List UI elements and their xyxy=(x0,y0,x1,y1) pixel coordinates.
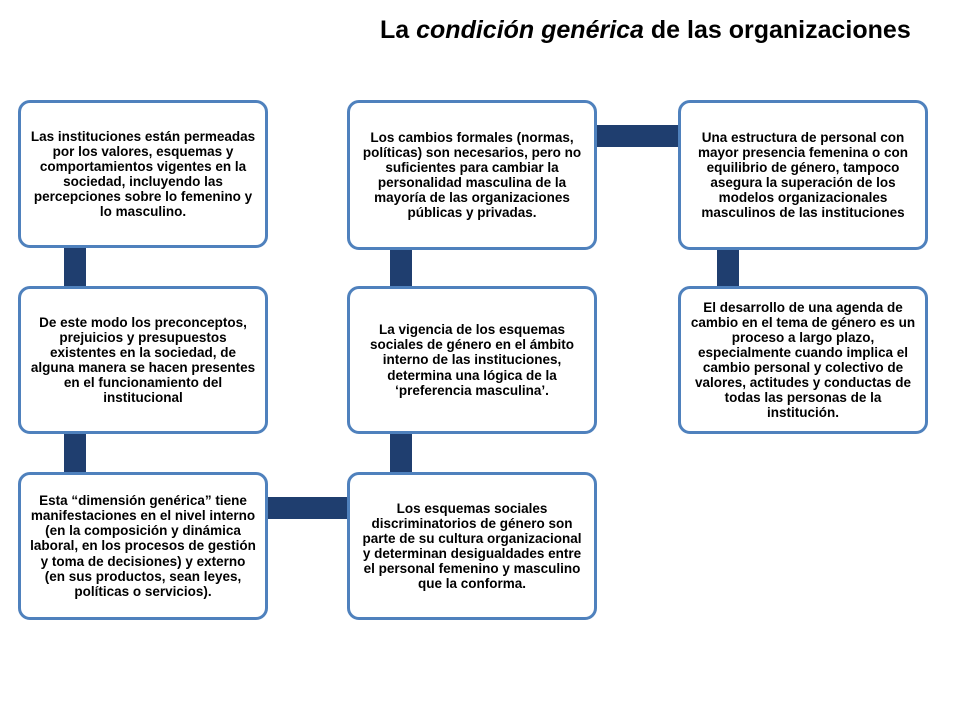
title-prefix: La xyxy=(380,16,417,44)
title-suffix: de las organizaciones xyxy=(643,16,911,44)
box-text: Las instituciones están permeadas por lo… xyxy=(30,128,256,220)
box-text: Los cambios formales (normas, políticas)… xyxy=(362,129,582,221)
box-text: De este modo los preconceptos, prejuicio… xyxy=(30,314,256,406)
connector-col1-top-mid xyxy=(64,246,86,290)
box-text: El desarrollo de una agenda de cambio en… xyxy=(690,299,916,421)
box-esquemas-discriminatorios: Los esquemas sociales discriminatorios d… xyxy=(347,472,597,620)
connector-col2-mid-top xyxy=(390,248,412,290)
title-emphasis: condición genérica xyxy=(416,16,644,44)
box-vigencia-esquemas: La vigencia de los esquemas sociales de … xyxy=(347,286,597,434)
connector-col2-bottom-mid xyxy=(390,432,412,474)
connector-col3-top-bottom xyxy=(717,248,739,290)
slide-title: La condición genérica de las organizacio… xyxy=(380,16,955,56)
box-preconceptos: De este modo los preconceptos, prejuicio… xyxy=(18,286,268,434)
connector-col2-col3-top xyxy=(596,125,682,147)
box-instituciones-permeadas: Las instituciones están permeadas por lo… xyxy=(18,100,268,248)
connector-col1-mid-bottom xyxy=(64,432,86,474)
box-cambios-formales: Los cambios formales (normas, políticas)… xyxy=(347,100,597,250)
box-text: Una estructura de personal con mayor pre… xyxy=(697,129,909,221)
box-text: Esta “dimensión genérica” tiene manifest… xyxy=(30,493,256,599)
box-estructura-personal: Una estructura de personal con mayor pre… xyxy=(678,100,928,250)
box-text: Los esquemas sociales discriminatorios d… xyxy=(362,500,582,592)
box-text: La vigencia de los esquemas sociales de … xyxy=(369,322,575,398)
connector-col1-col2-bottom xyxy=(266,497,350,519)
box-agenda-cambio: El desarrollo de una agenda de cambio en… xyxy=(678,286,928,434)
box-dimension-generica: Esta “dimensión genérica” tiene manifest… xyxy=(18,472,268,620)
